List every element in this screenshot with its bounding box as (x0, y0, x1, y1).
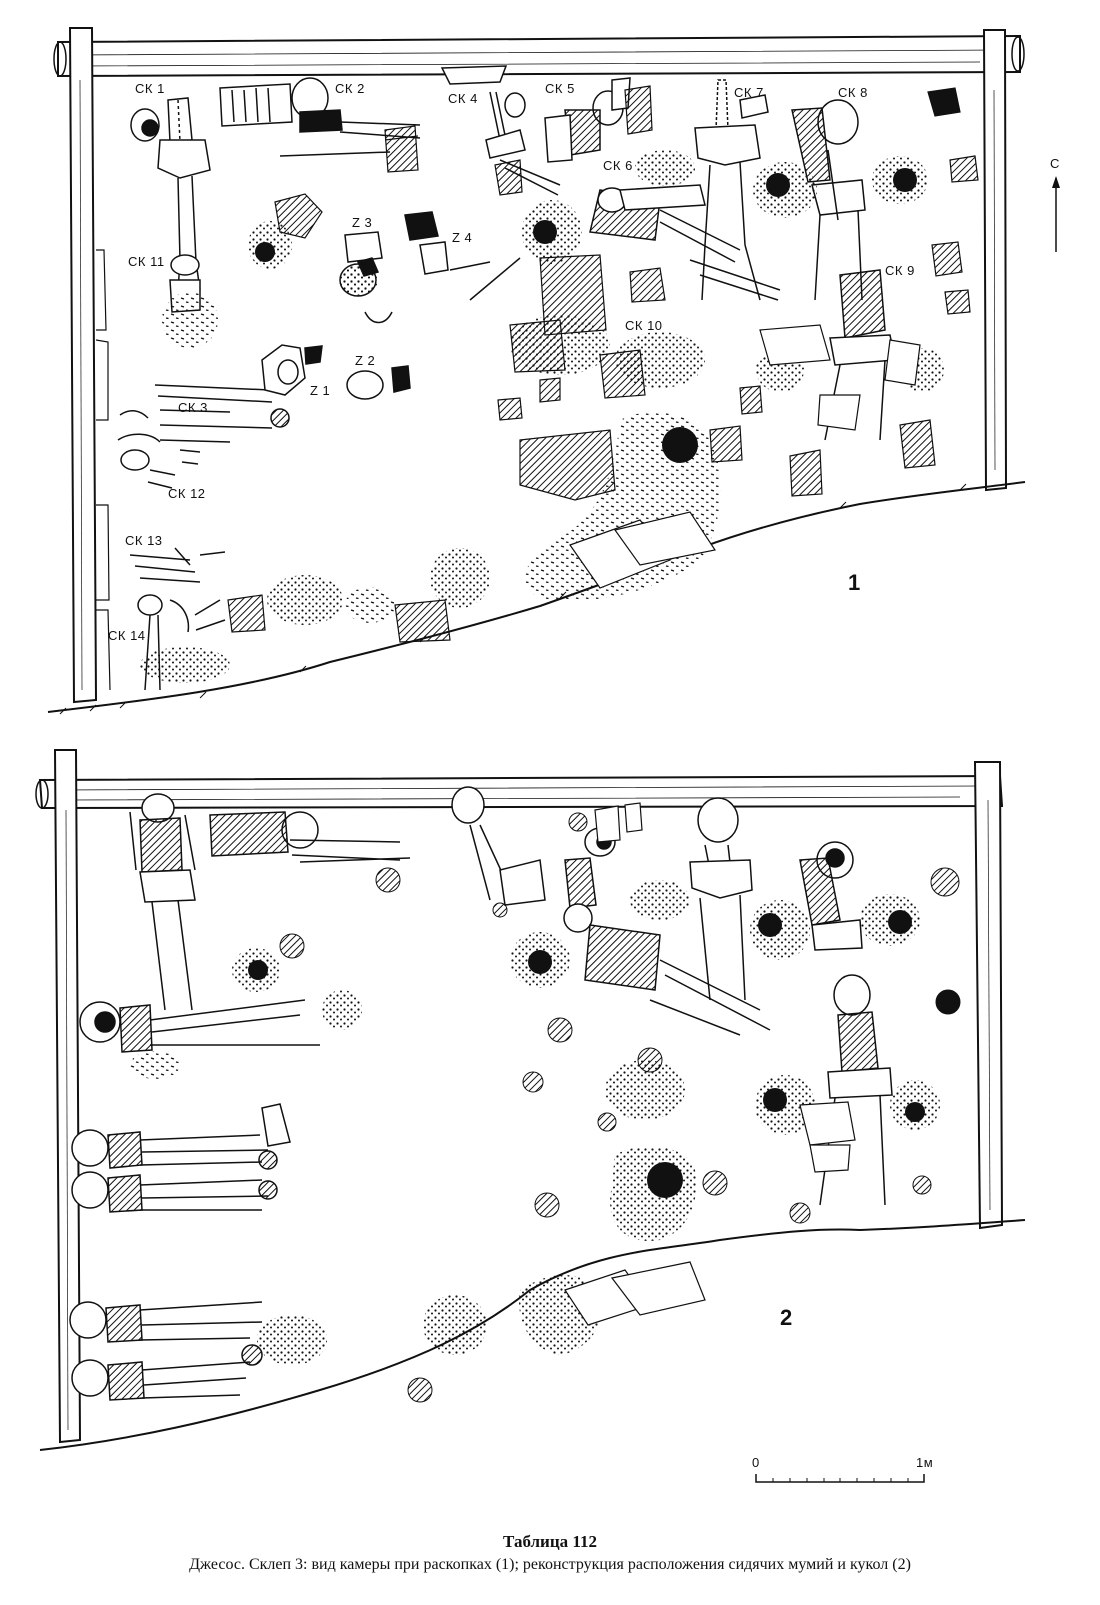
skeleton-sk3 (154, 384, 290, 465)
label-sk12: СК 12 (168, 486, 206, 501)
skeleton-sk14 (137, 594, 226, 691)
label-sk11: СК 11 (128, 254, 165, 269)
label-sk9: СК 9 (885, 263, 915, 278)
label-sk7: СК 7 (734, 85, 764, 100)
doll-z4 (364, 211, 521, 324)
mummy-9 (689, 797, 753, 1001)
label-sk4: СК 4 (448, 91, 478, 106)
label-sk13: СК 13 (125, 533, 163, 548)
north-arrow-label: С (1050, 156, 1060, 171)
plate-title: Таблица 112 (503, 1532, 597, 1551)
label-sk8: СК 8 (838, 85, 868, 100)
slabs-1 (569, 324, 921, 589)
label-z4: Z 4 (452, 230, 472, 245)
left-post (53, 749, 82, 1444)
mummy-12 (819, 974, 893, 1206)
right-post (973, 761, 1004, 1230)
mummy-2 (209, 811, 411, 863)
round-objects-2 (279, 812, 961, 1403)
right-post (982, 29, 1008, 492)
top-beam (57, 34, 1021, 78)
label-z1: Z 1 (310, 383, 330, 398)
mummy-10 (563, 827, 771, 1036)
mummy-8 (451, 786, 546, 906)
scale-bar-end: 1м (916, 1455, 933, 1470)
label-sk3: СК 3 (178, 400, 208, 415)
label-z2: Z 2 (355, 353, 375, 368)
skeleton-sk9 (824, 269, 896, 441)
skeleton-sk1 (130, 97, 211, 291)
panel-1-number: 1 (848, 570, 860, 595)
label-sk6: СК 6 (603, 158, 633, 173)
skeleton-sk6 (589, 184, 781, 301)
mummy-6 (69, 1301, 263, 1343)
label-z3: Z 3 (352, 215, 372, 230)
left-post (68, 27, 98, 704)
panel-2: 2 (35, 749, 1026, 1451)
scale-bar: 0 1м (752, 1455, 933, 1483)
mummy-7 (71, 1344, 263, 1401)
label-sk10: СК 10 (625, 318, 663, 333)
mummy-4 (71, 1103, 291, 1170)
skeleton-sk2 (219, 77, 421, 157)
skeleton-sk8 (791, 99, 866, 301)
scale-bar-start: 0 (752, 1455, 760, 1470)
label-sk2: СК 2 (335, 81, 365, 96)
mummy-1 (129, 793, 196, 1011)
panel-1: СК 1 СК 2 СК 4 СК 5 (47, 27, 1026, 715)
skeleton-sk13 (129, 547, 226, 583)
label-sk14: СК 14 (108, 628, 146, 643)
label-sk5: СК 5 (545, 81, 575, 96)
skeleton-sk12 (117, 410, 176, 489)
panel-2-number: 2 (780, 1305, 792, 1330)
doll-z2 (346, 365, 411, 400)
north-arrow: С (1050, 156, 1060, 252)
mummy-5 (71, 1171, 278, 1213)
skeleton-sk5 (544, 77, 631, 163)
plate-caption: Джесос. Склеп 3: вид камеры при раскопка… (189, 1556, 911, 1573)
skeleton-sk7 (694, 79, 769, 301)
slabs-2 (564, 802, 856, 1326)
top-beam (38, 774, 1004, 810)
label-sk1: СК 1 (135, 81, 165, 96)
plate-drawing: СК 1 СК 2 СК 4 СК 5 (35, 27, 1060, 1483)
mummy-11 (799, 841, 863, 951)
floor-line (39, 1219, 1026, 1451)
doll-z1 (261, 344, 323, 396)
mummy-3 (79, 999, 320, 1053)
